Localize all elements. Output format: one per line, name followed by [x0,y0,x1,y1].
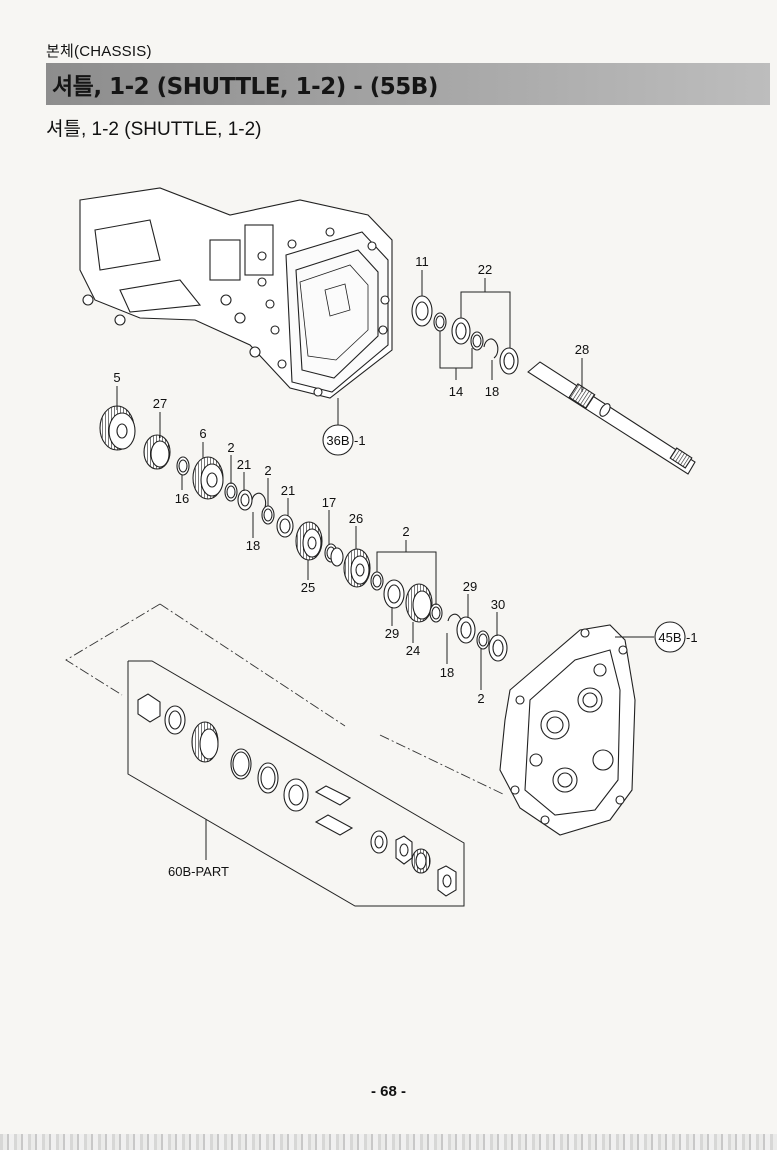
callout-2c: 2 [402,524,409,539]
callout-14: 14 [449,384,463,399]
ref-45b: 45B -1 [654,621,698,653]
callout-26: 26 [349,511,363,526]
section-label: 본체(CHASSIS) [46,43,152,60]
callout-2b: 2 [264,463,271,478]
callout-2d: 2 [477,691,484,706]
page-number: - 68 - [370,1083,406,1100]
callout-18a: 18 [485,384,499,399]
upper-shaft-parts [411,295,519,375]
callout-18c: 18 [440,665,454,680]
callouts: 11 22 28 14 18 5 27 6 2 21 2 21 16 18 17… [113,254,589,706]
ref-45b-suffix: -1 [686,630,698,645]
housing-45b [499,624,636,836]
callout-24: 24 [406,643,420,658]
ref-36b-label: 36B [326,433,349,448]
callout-21a: 21 [237,457,251,472]
snap-ring-18 [483,338,499,359]
page-subtitle: 셔틀, 1-2 (SHUTTLE, 1-2) [46,119,262,140]
ref-45b-label: 45B [658,630,681,645]
guide-lines [65,603,506,796]
ref-bubble-36b [322,424,354,456]
callout-30: 30 [491,597,505,612]
ref-36b: 36B -1 [322,424,366,456]
upper-leaders [421,270,583,392]
title-bar: 셔틀, 1-2 (SHUTTLE, 1-2) - (55B) [46,63,770,105]
part-60b-components [137,693,457,897]
ref-36b-suffix: -1 [354,433,366,448]
callout-29a: 29 [463,579,477,594]
shaft-28 [527,361,696,475]
callout-22: 22 [478,262,492,277]
gear-train [99,405,508,662]
ref-60b-part: 60B-PART [168,864,229,879]
callout-17: 17 [322,495,336,510]
page-title: 셔틀, 1-2 (SHUTTLE, 1-2) - (55B) [52,74,438,100]
scan-edge [0,1134,777,1150]
transmission-case [79,187,393,399]
callout-5: 5 [113,370,120,385]
callout-27: 27 [153,396,167,411]
ref-bubble-45b [654,621,686,653]
callout-29b: 29 [385,626,399,641]
callout-21b: 21 [281,483,295,498]
callout-6: 6 [199,426,206,441]
callout-16: 16 [175,491,189,506]
part-60b-box [127,660,465,907]
callout-11: 11 [415,254,429,269]
callout-28: 28 [575,342,589,357]
gear-leaders [116,386,498,690]
callout-2a: 2 [227,440,234,455]
callout-25: 25 [301,580,315,595]
callout-18b: 18 [246,538,260,553]
